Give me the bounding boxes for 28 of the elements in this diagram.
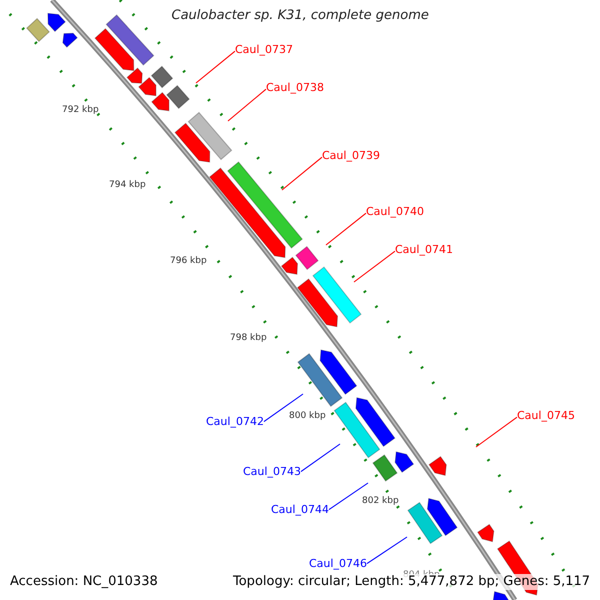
scale-label: 800 kbp <box>289 411 326 422</box>
gene-label: Caul_0737 <box>235 43 293 56</box>
gene-label: Caul_0739 <box>322 149 380 162</box>
gene-label: Caul_0742 <box>206 415 264 428</box>
gene-label: Caul_0740 <box>366 205 424 218</box>
scale-label: 796 kbp <box>170 256 207 267</box>
leader-line <box>196 50 236 84</box>
gene-label: Caul_0744 <box>271 503 329 516</box>
gene-label: Caul_0741 <box>395 243 453 256</box>
footer-text: Accession: NC_010338 <box>10 574 158 590</box>
leader-line <box>263 394 304 422</box>
leader-line <box>282 156 322 190</box>
leader-line <box>326 212 366 246</box>
scale-label: 798 kbp <box>230 333 267 344</box>
gene-label: Caul_0743 <box>243 465 301 478</box>
leader-line <box>366 536 408 564</box>
leader-line <box>476 416 518 448</box>
scale-label: 794 kbp <box>109 180 146 191</box>
scale-label: 792 kbp <box>62 105 99 116</box>
leader-line <box>354 250 396 282</box>
gene-label: Caul_0746 <box>309 557 367 570</box>
gene-label: Caul_0745 <box>517 409 575 422</box>
leader-line <box>228 88 266 122</box>
diagram-title: Caulobacter sp. K31, complete genome <box>172 8 429 24</box>
leader-line <box>300 444 340 472</box>
leader-line <box>328 482 368 510</box>
gene-label: Caul_0738 <box>266 81 324 94</box>
scale-label: 802 kbp <box>362 496 399 507</box>
